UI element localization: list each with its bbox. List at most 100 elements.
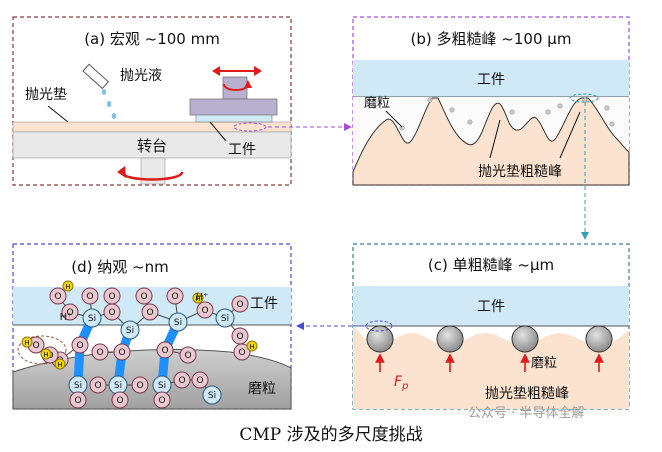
abrasive-particles-b [371, 97, 615, 131]
oxygen-atom [179, 346, 197, 364]
oxygen-atom-label: O [196, 376, 203, 386]
panel-a: (a) 宏观 ~100 mm 转台 抛光垫 抛光液 工件 [12, 16, 292, 186]
oxygen-atom-label: O [171, 292, 178, 302]
oxygen-atom-label: O [66, 308, 73, 318]
oxygen-atom [196, 301, 214, 319]
asperity-label-b: 抛光垫粗糙峰 [478, 164, 562, 180]
asperity-label-c: 抛光垫粗糙峰 [485, 386, 569, 402]
hydrogen-atom [192, 292, 204, 304]
hydrogen-atom [54, 358, 66, 370]
silicon-atom-label: Si [126, 326, 134, 336]
oxygen-atom [141, 303, 159, 321]
figure-caption: CMP 涉及的多尺度挑战 [239, 425, 423, 445]
oxygen-atom-label: O [236, 300, 243, 310]
silicon-atom-label: Si [114, 381, 122, 391]
oxygen-atom-label: O [76, 341, 83, 351]
wafer [195, 114, 273, 123]
oxygen-atom [89, 376, 107, 394]
oxygen-atom-label: O [74, 396, 81, 406]
workpiece-c [353, 286, 629, 326]
water-molecule-group [17, 335, 67, 365]
panel-d-title: (d) 纳观 ~nm [71, 258, 168, 276]
abrasive-label-c: 磨粒 [531, 356, 557, 371]
oxygen-atom [233, 343, 251, 361]
workpiece-b [353, 60, 629, 97]
panel-c: (c) 单粗糙峰 ~μm 工件 Fp 磨粒 抛光垫粗糙峰 [352, 243, 630, 410]
oxygen-atom-label: O [94, 381, 101, 391]
oxygen-atom-label: O [184, 351, 191, 361]
panel-c-title: (c) 单粗糙峰 ~μm [428, 256, 554, 274]
oxygen-atom-label: O [116, 396, 123, 406]
hydrogen-atom-label: H [43, 351, 48, 359]
hydrogen-atom-label: H [57, 361, 62, 369]
oxygen-atom [231, 295, 249, 313]
silicon-atom-label: Si [174, 318, 182, 328]
hydrogen-ion-label: H⁺ [60, 312, 73, 323]
pad-leader [47, 105, 69, 123]
workpiece-label-c: 工件 [477, 299, 505, 315]
hydrogen-atom [246, 340, 258, 352]
carrier-rotation-head [244, 80, 252, 88]
oscillation-head-right [254, 66, 262, 76]
pad-asperities [352, 97, 630, 186]
oscillation-head-left [212, 66, 220, 76]
slurry-drop-icon [106, 101, 112, 107]
workpiece-label-b: 工件 [477, 72, 505, 88]
oxygen-atom-label: O [108, 292, 115, 302]
silicon-atom [82, 308, 102, 328]
carrier-head [189, 98, 278, 116]
oxygen-atom-label: O [136, 381, 143, 391]
panel-b-title: (b) 多粗糙峰 ~100 μm [411, 30, 572, 48]
silicon-atom [168, 312, 188, 332]
oxygen-atom-label: O [236, 332, 243, 342]
watermark: 公众号 · 半导体全解 [468, 406, 585, 421]
platen-rotation-head [117, 166, 126, 178]
zoom-marker-a [233, 122, 267, 132]
oxygen-atom [173, 371, 191, 389]
oxygen-atom-label: O [96, 348, 103, 358]
hydrogen-ion-label: H⁺ [196, 292, 209, 303]
abrasive-label-d: 磨粒 [248, 381, 276, 397]
oxygen-atom [103, 303, 121, 321]
oxygen-atom-label: O [158, 396, 165, 406]
hydrogen-atom [21, 336, 33, 348]
zoom-marker-c [365, 320, 393, 332]
silicon-atom-label: Si [88, 314, 96, 324]
slurry-drop-icon [101, 89, 107, 95]
oxygen-atom [69, 391, 87, 409]
platen [12, 131, 292, 159]
silicon-atom-label: Si [208, 391, 216, 401]
workpiece-label-a: 工件 [228, 142, 256, 158]
oxygen-atom [113, 343, 131, 361]
oxygen-atom [135, 287, 153, 305]
slurry-drop-icon [111, 113, 117, 119]
silicon-atom-label: Si [158, 381, 166, 391]
oxygen-atom-label: O [54, 292, 61, 302]
oxygen-atom-label: O [146, 308, 153, 318]
oxygen-atom-label: O [86, 292, 93, 302]
workpiece-label-d: 工件 [250, 296, 278, 312]
pad-label: 抛光垫 [25, 87, 67, 103]
oxygen-atom [71, 336, 89, 354]
asperity-leader-b1 [489, 119, 501, 159]
oxygen-atom [131, 376, 149, 394]
hydrogen-atom-label: H [24, 339, 29, 347]
oxygen-atom [191, 371, 209, 389]
panel-a-title: (a) 宏观 ~100 mm [84, 30, 220, 48]
hydrogen-atom-label: H [65, 283, 70, 291]
oxygen-atom-label: O [108, 308, 115, 318]
platen-label: 转台 [137, 137, 167, 155]
workpiece-leader-a [209, 121, 227, 142]
pad-asperity-c [353, 326, 629, 409]
oxygen-atom [81, 287, 99, 305]
oxygen-atom [91, 343, 109, 361]
slurry-label: 抛光液 [120, 68, 162, 84]
slurry-nozzle-icon [82, 63, 110, 90]
force-label: Fp [394, 374, 408, 392]
oxygen-atom-label: O [178, 376, 185, 386]
oxygen-atom [156, 341, 174, 359]
contact-force-arrows [375, 353, 604, 372]
oxygen-atom [49, 287, 67, 305]
